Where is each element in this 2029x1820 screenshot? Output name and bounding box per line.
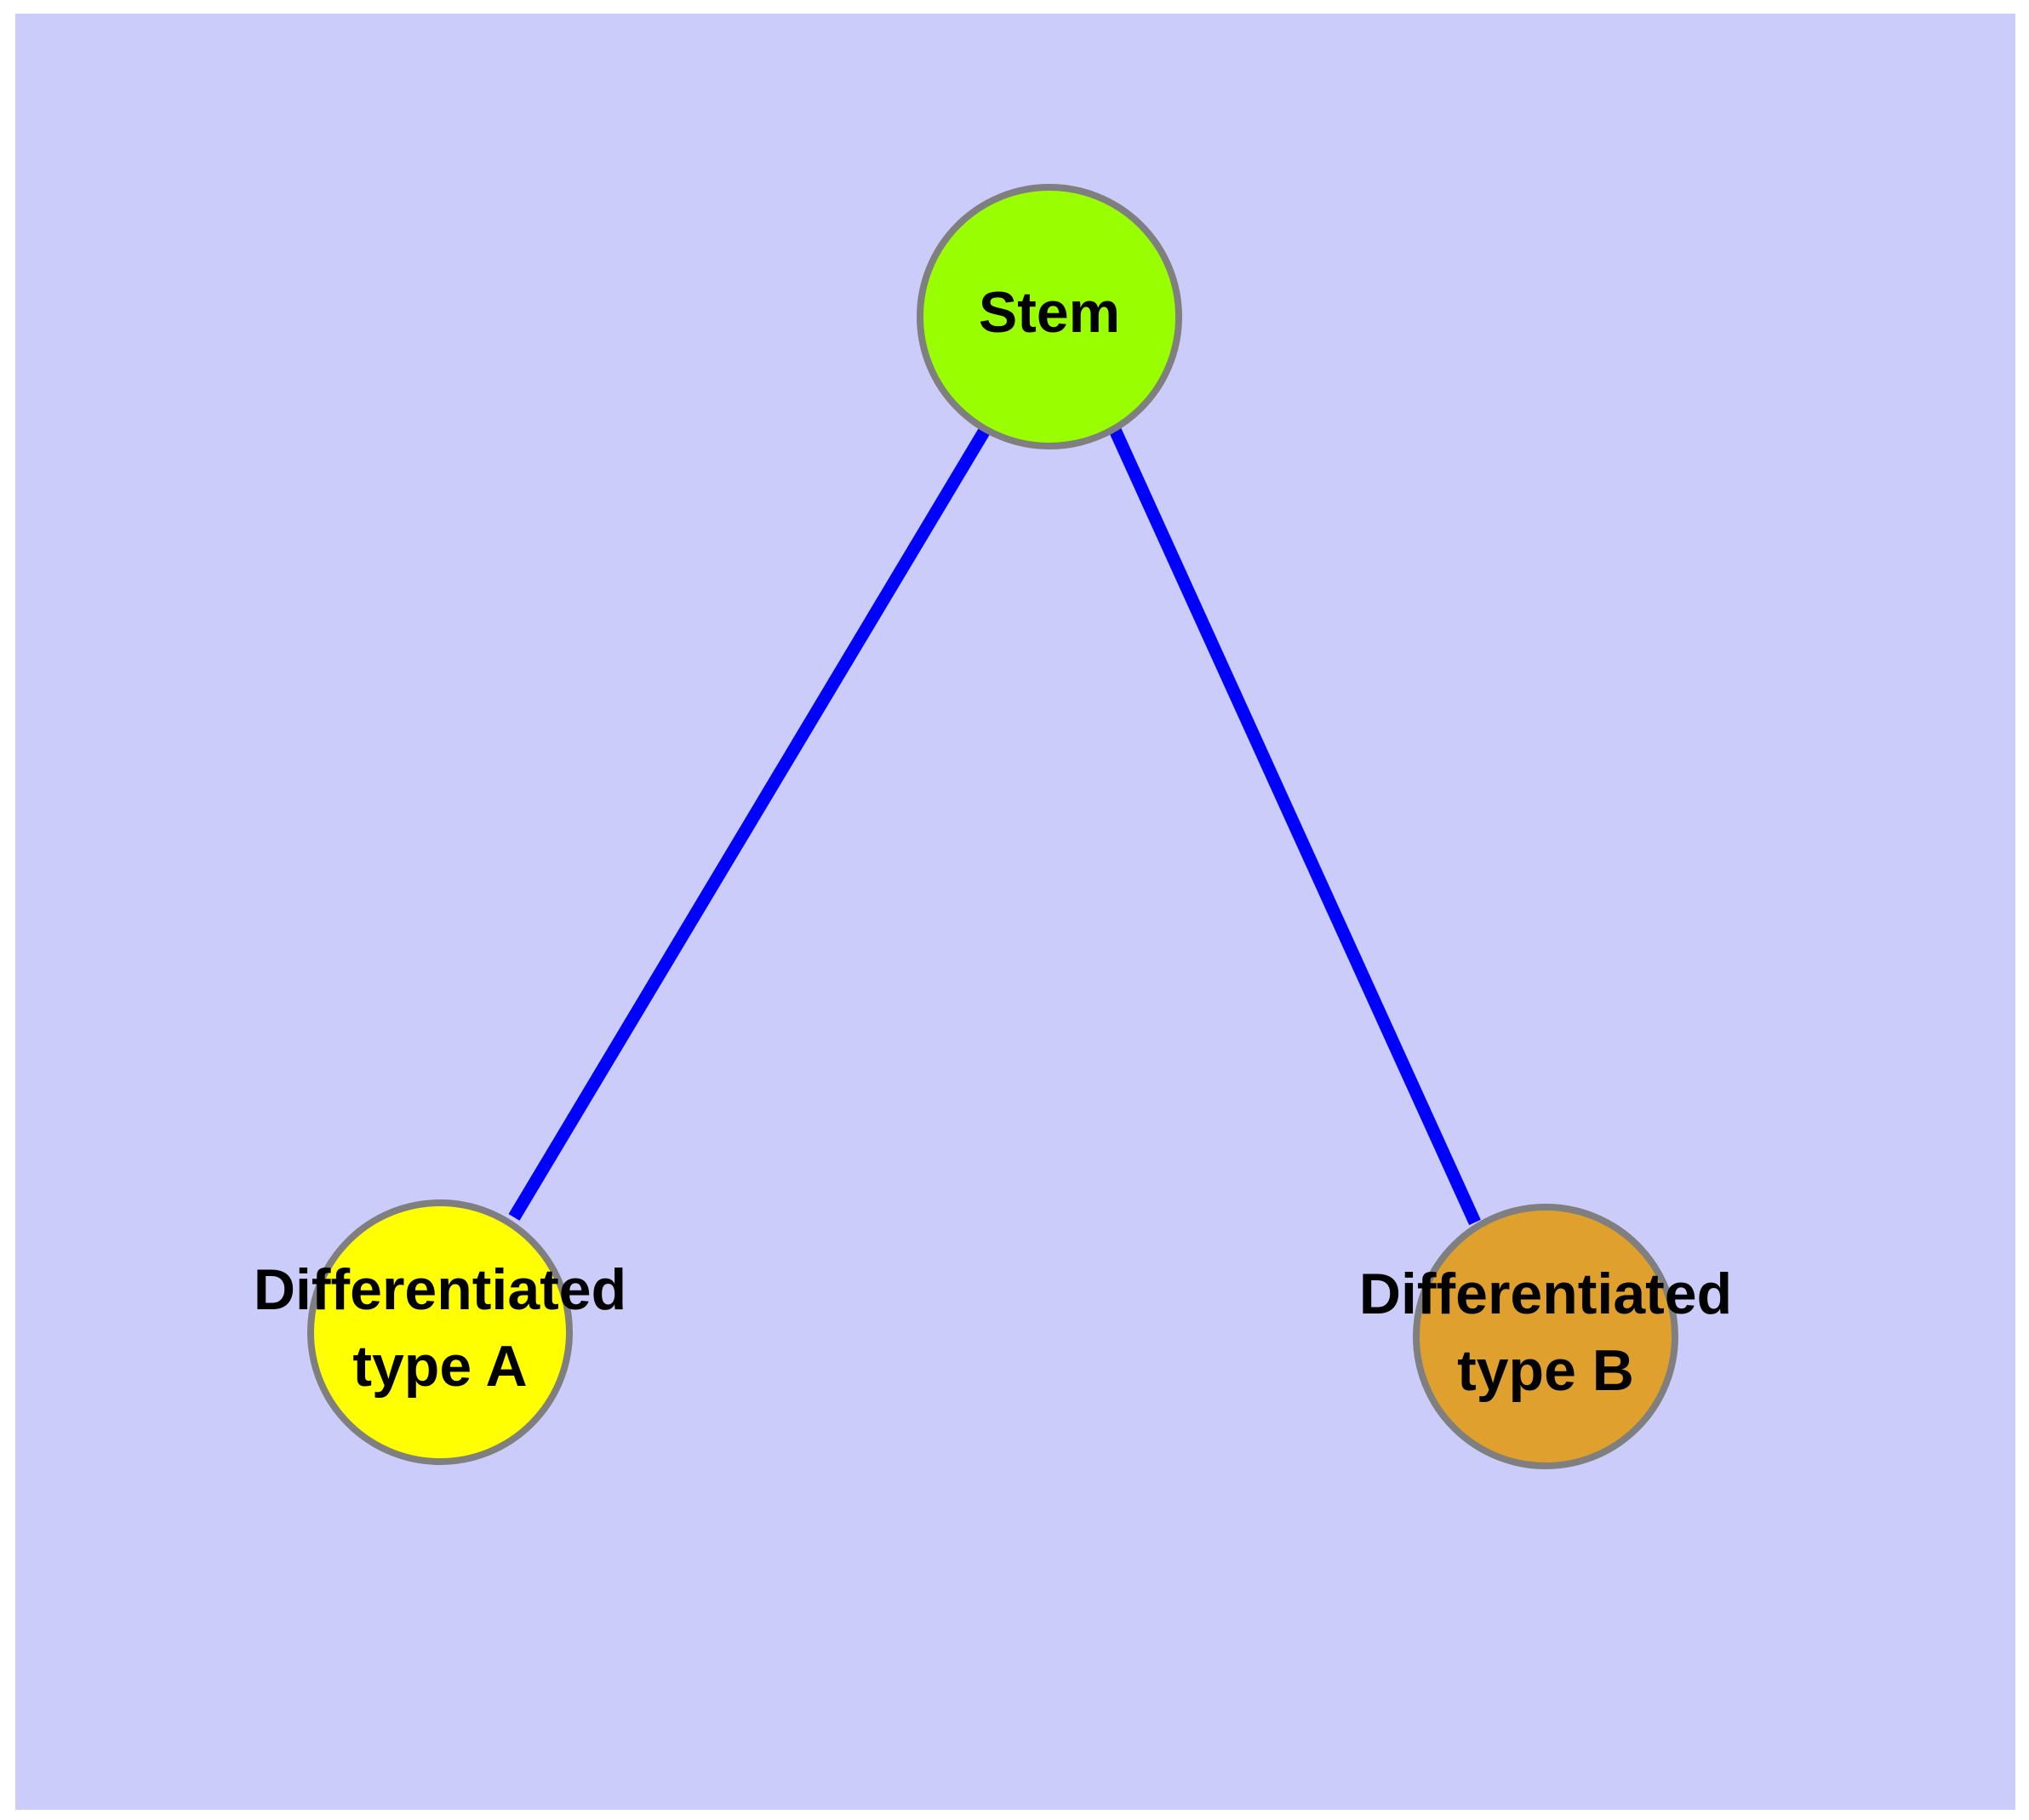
edge-stem-to-differentiated-type-a[interactable] (508, 426, 992, 1221)
edge-layer (508, 426, 1481, 1226)
node-stem[interactable] (917, 184, 1182, 449)
node-differentiated-type-b-label-line1: Differentiated (1359, 1262, 1732, 1326)
node-differentiated-type-b-label-line2: type B (1457, 1338, 1634, 1403)
node-differentiated-type-a[interactable] (307, 1199, 573, 1465)
node-stem-label: Stem (979, 280, 1120, 345)
node-stem-circle[interactable] (917, 184, 1182, 449)
node-differentiated-type-a-circle[interactable] (307, 1199, 573, 1465)
node-differentiated-type-b[interactable] (1413, 1204, 1678, 1469)
node-differentiated-type-b-circle[interactable] (1413, 1204, 1678, 1469)
node-layer (307, 184, 1678, 1469)
label-layer: Stem Differentiated type A Differentiate… (254, 280, 1732, 1403)
node-differentiated-type-a-label-line1: Differentiated (254, 1257, 626, 1322)
node-differentiated-type-a-label-line2: type A (352, 1334, 527, 1399)
edge-stem-to-differentiated-type-b[interactable] (1109, 426, 1481, 1226)
